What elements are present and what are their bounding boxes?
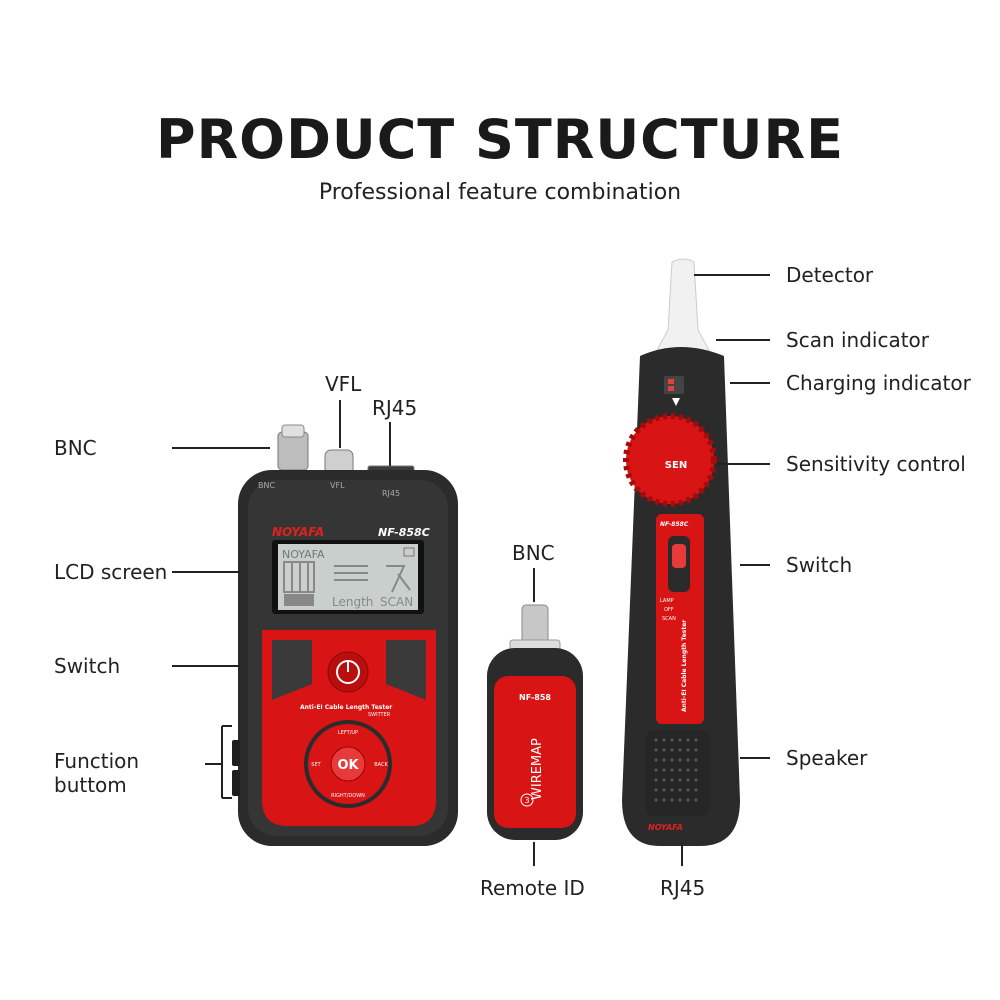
up-label: LEFT/UP bbox=[338, 730, 358, 736]
probe-model: NF-858C bbox=[660, 521, 689, 528]
lcd-scan: SCAN bbox=[380, 595, 413, 609]
detector-tip bbox=[655, 258, 711, 353]
label-vfl: VFL bbox=[325, 372, 362, 396]
port-label-vfl: VFL bbox=[330, 481, 345, 490]
label-remote-id: Remote ID bbox=[480, 876, 585, 900]
probe-tester-name: Anti-EI Cable Length Tester bbox=[681, 620, 688, 712]
speaker-grille bbox=[646, 730, 710, 816]
label-rj45-top: RJ45 bbox=[372, 396, 418, 420]
probe-lamp: LAMP bbox=[660, 598, 674, 604]
back-label: BACK bbox=[374, 762, 388, 768]
remote-wiremap: WIREMAP bbox=[530, 738, 545, 800]
probe-off: OFF bbox=[664, 607, 674, 613]
label-sensitivity-control: Sensitivity control bbox=[786, 452, 966, 476]
label-bnc-remote: BNC bbox=[512, 541, 555, 565]
probe-unit: SEN NF-858C LAMP OFF SCAN Anti-EI Cable … bbox=[622, 258, 740, 846]
brand-logo: NOYAFA bbox=[272, 525, 324, 539]
label-scan-indicator: Scan indicator bbox=[786, 328, 930, 352]
label-rj45-bottom: RJ45 bbox=[660, 876, 706, 900]
model-label: NF-858C bbox=[378, 526, 430, 539]
leader-lines bbox=[172, 274, 770, 866]
sen-label: SEN bbox=[665, 460, 687, 471]
remote-unit: NF-858 WIREMAP 3 bbox=[487, 604, 583, 840]
label-function-button-2: buttom bbox=[54, 773, 127, 797]
main-tester: BNC VFL RJ45 NOYAFA NF-858C NOYAFA Lengt… bbox=[232, 424, 458, 846]
label-speaker: Speaker bbox=[786, 746, 868, 770]
port-label-rj45: RJ45 bbox=[382, 489, 400, 498]
bnc-port bbox=[277, 431, 309, 471]
label-charging-indicator: Charging indicator bbox=[786, 371, 971, 395]
down-label: RIGHT/DOWN bbox=[331, 793, 365, 799]
ok-label: OK bbox=[337, 758, 359, 773]
probe-brand: NOYAFA bbox=[648, 823, 683, 832]
ok-button bbox=[330, 746, 366, 782]
tester-name: Anti-EI Cable Length Tester bbox=[300, 704, 392, 711]
sensitivity-dial bbox=[626, 416, 714, 504]
lcd-brand: NOYAFA bbox=[282, 548, 325, 561]
label-switch-left: Switch bbox=[54, 654, 121, 678]
label-detector: Detector bbox=[786, 263, 874, 287]
label-bnc-left: BNC bbox=[54, 436, 97, 460]
remote-model: NF-858 bbox=[519, 693, 551, 702]
remote-bnc-port bbox=[521, 604, 549, 646]
probe-scan: SCAN bbox=[662, 616, 676, 622]
page-subtitle: Professional feature combination bbox=[318, 180, 682, 205]
page-title: PRODUCT STRUCTURE bbox=[156, 108, 844, 171]
lcd-length: Length bbox=[332, 595, 373, 609]
set-label: SET bbox=[311, 762, 321, 768]
label-function-button-1: Function bbox=[54, 749, 140, 773]
port-label-bnc: BNC bbox=[258, 481, 275, 490]
switter-label: SWITTER bbox=[368, 712, 391, 718]
label-switch-right: Switch bbox=[786, 553, 853, 577]
label-lcd-screen: LCD screen bbox=[54, 560, 168, 584]
remote-id-number: 3 bbox=[524, 796, 529, 805]
